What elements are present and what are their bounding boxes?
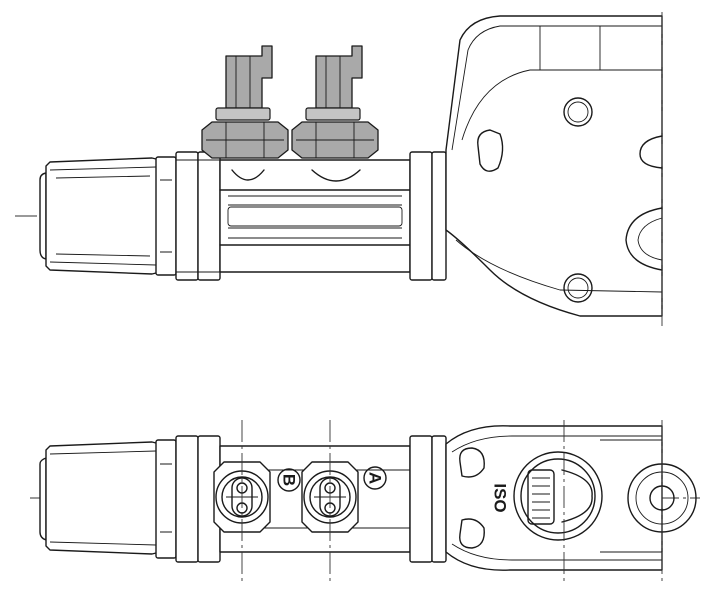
port-b-marker (277, 468, 301, 492)
iso-mark: ISO (491, 483, 510, 512)
side-lever-housing (445, 15, 663, 317)
side-flange-left (175, 151, 221, 281)
top-end-cap (39, 439, 177, 559)
port-a-label: A (366, 472, 385, 484)
connector-a (291, 45, 379, 159)
side-view (15, 12, 663, 326)
top-view: B A ISO (30, 420, 700, 585)
side-flange-right (409, 151, 447, 281)
top-flange-right (409, 435, 447, 563)
port-a-marker (363, 466, 387, 490)
top-lever-housing (445, 425, 697, 571)
port-b-label: B (280, 474, 299, 486)
connector-b (201, 45, 289, 159)
side-valve-body (219, 159, 411, 273)
side-end-cap (39, 156, 177, 276)
